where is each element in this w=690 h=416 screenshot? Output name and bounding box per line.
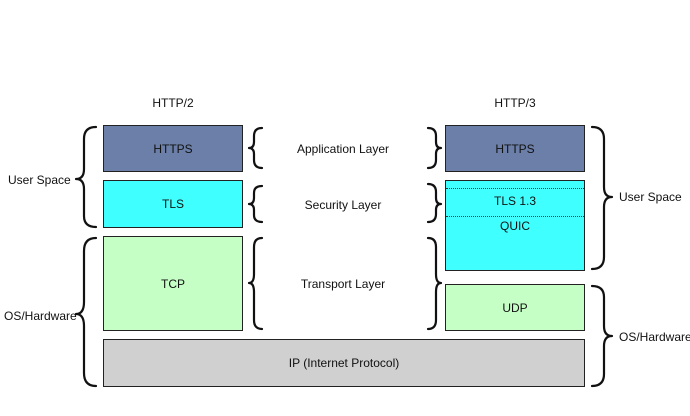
http3-quic-label: QUIC xyxy=(500,219,530,233)
left-user-space-label: User Space xyxy=(8,173,71,187)
http2-title: HTTP/2 xyxy=(152,96,194,110)
ip-label: IP (Internet Protocol) xyxy=(288,356,400,370)
left-os-hardware-brace xyxy=(74,236,98,388)
http3-quic-box: TLS 1.3 QUIC xyxy=(445,180,585,271)
http3-udp-label: UDP xyxy=(502,300,528,315)
left-user-space-brace xyxy=(74,125,98,229)
http2-tcp-box: TCP xyxy=(103,236,243,331)
transport-right-brace xyxy=(426,236,443,331)
security-left-brace xyxy=(247,184,264,224)
right-os-hardware-label: OS/Hardware xyxy=(619,330,690,344)
security-right-brace xyxy=(426,182,443,224)
right-os-hardware-brace xyxy=(590,284,614,388)
application-layer-label: Application Layer xyxy=(296,142,390,156)
http2-tcp-label: TCP xyxy=(161,276,185,291)
http2-https-label: HTTPS xyxy=(153,141,193,156)
tls13-dotted-band xyxy=(446,188,584,217)
http3-title: HTTP/3 xyxy=(494,96,536,110)
http3-udp-box: UDP xyxy=(445,284,585,331)
ip-box: IP (Internet Protocol) xyxy=(103,339,585,387)
http3-https-label: HTTPS xyxy=(495,141,535,156)
http3-https-box: HTTPS xyxy=(445,125,585,172)
application-right-brace xyxy=(426,126,443,170)
transport-left-brace xyxy=(247,236,264,331)
application-left-brace xyxy=(247,126,264,170)
http2-tls-box: TLS xyxy=(103,180,243,228)
http2-https-box: HTTPS xyxy=(103,125,243,172)
right-user-space-label: User Space xyxy=(619,190,682,204)
right-user-space-brace xyxy=(590,125,614,271)
http3-tls13-label: TLS 1.3 xyxy=(493,194,537,208)
security-layer-label: Security Layer xyxy=(304,198,382,212)
left-os-hardware-label: OS/Hardware xyxy=(4,309,77,323)
transport-layer-label: Transport Layer xyxy=(300,277,386,291)
http2-tls-label: TLS xyxy=(161,197,184,211)
